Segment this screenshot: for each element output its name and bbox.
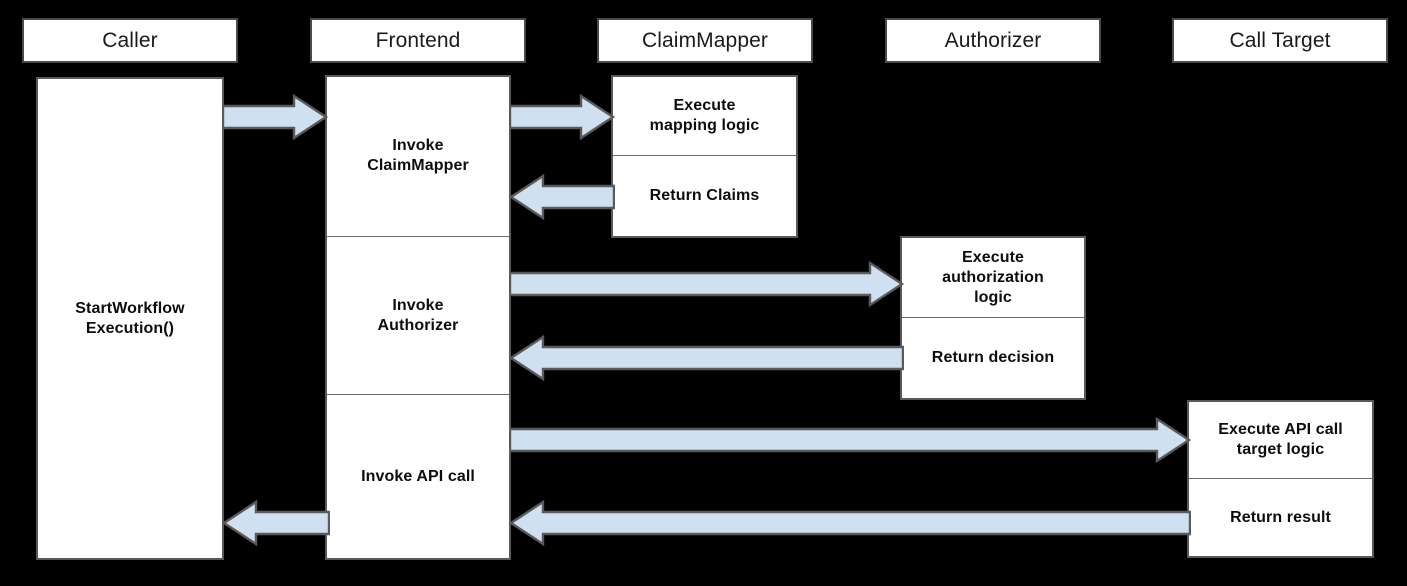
activation-segment-label: Invoke API call xyxy=(361,467,475,485)
activation-segment-label: Return result xyxy=(1230,508,1331,526)
activation-claimmapper: Execute mapping logic Return Claims xyxy=(611,75,798,238)
lifeline-header-authorizer: Authorizer xyxy=(885,18,1101,63)
activation-call-target: Execute API call target logic Return res… xyxy=(1187,400,1374,558)
lifeline-header-label: Caller xyxy=(102,29,158,52)
activation-segment-label: Execute mapping logic xyxy=(649,97,760,135)
activation-segment: Return Claims xyxy=(613,156,796,236)
lifeline-header-label: Authorizer xyxy=(944,29,1042,52)
message-arrow-frontend-to-authorizer xyxy=(509,261,904,307)
lifeline-header-claimmapper: ClaimMapper xyxy=(597,18,813,63)
activation-segment-label: Invoke ClaimMapper xyxy=(367,137,469,175)
lifeline-header-frontend: Frontend xyxy=(310,18,526,63)
activation-segment: StartWorkflow Execution() xyxy=(38,79,222,558)
activation-segment-label: Return decision xyxy=(931,349,1055,366)
lifeline-header-label: Call Target xyxy=(1229,29,1331,52)
activation-segment: Return result xyxy=(1189,479,1372,556)
activation-segment: Invoke API call xyxy=(327,395,509,558)
lifeline-header-caller: Caller xyxy=(22,18,238,63)
activation-frontend: Invoke ClaimMapper Invoke Authorizer Inv… xyxy=(325,75,511,560)
message-arrow-claimmapper-to-frontend xyxy=(509,174,615,220)
activation-segment: Return decision xyxy=(902,318,1084,398)
message-arrow-caller-to-frontend xyxy=(222,94,328,140)
message-arrow-call-target-to-frontend xyxy=(509,500,1191,546)
activation-segment-label: Invoke Authorizer xyxy=(377,296,459,334)
activation-segment-label: Execute authorization logic xyxy=(942,248,1044,306)
activation-caller: StartWorkflow Execution() xyxy=(36,77,224,560)
message-arrow-frontend-to-call-target xyxy=(509,417,1191,463)
activation-segment-label: StartWorkflow Execution() xyxy=(75,299,185,337)
message-arrow-frontend-to-claimmapper xyxy=(509,94,615,140)
message-arrow-frontend-to-caller xyxy=(222,500,330,546)
lifeline-header-label: ClaimMapper xyxy=(642,29,768,52)
activation-segment: Invoke ClaimMapper xyxy=(327,77,509,237)
lifeline-header-label: Frontend xyxy=(375,29,461,52)
activation-segment-label: Return Claims xyxy=(649,187,760,205)
activation-segment: Execute mapping logic xyxy=(613,77,796,157)
activation-segment: Execute API call target logic xyxy=(1189,402,1372,480)
activation-segment: Execute authorization logic xyxy=(902,238,1084,319)
message-arrow-authorizer-to-frontend xyxy=(509,335,904,381)
activation-segment-label: Execute API call target logic xyxy=(1218,421,1343,458)
activation-authorizer: Execute authorization logic Return decis… xyxy=(900,236,1086,400)
lifeline-header-call-target: Call Target xyxy=(1172,18,1388,63)
activation-segment: Invoke Authorizer xyxy=(327,237,509,396)
